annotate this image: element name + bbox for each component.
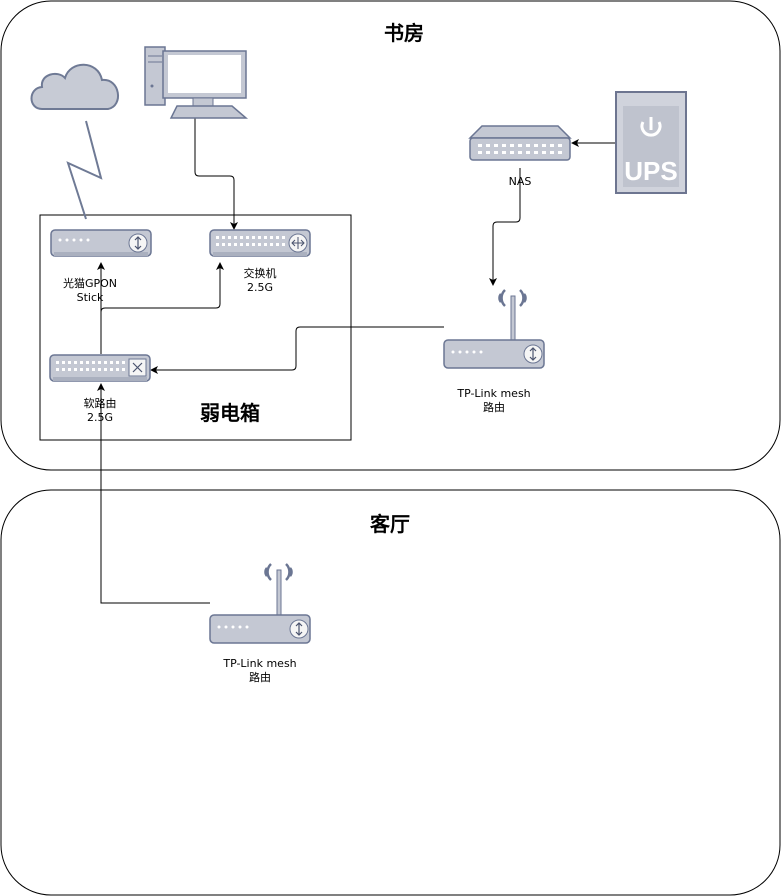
switch-label-line1: 交换机: [243, 267, 277, 280]
room-title-study: 书房: [384, 21, 424, 45]
softrouter-label: 软路由 2.5G: [84, 397, 117, 425]
nas-label-text: NAS: [508, 175, 532, 188]
computer-icon: [144, 46, 249, 119]
ont-label-line2: Stick: [76, 291, 104, 304]
room-living: [0, 489, 781, 896]
link-softrouter-switch: [100, 262, 224, 354]
nas-device-icon: [468, 125, 572, 161]
switch-label: 交换机 2.5G: [244, 267, 277, 295]
switch-device-icon: [209, 229, 311, 257]
nas-label: NAS: [509, 175, 532, 189]
mesh-living-label: TP-Link mesh 路由: [223, 657, 296, 685]
connections: [97, 118, 615, 604]
mesh-living-label-line1: TP-Link mesh: [223, 657, 297, 670]
link-nas-mesh: [489, 168, 521, 286]
ups-text: UPS: [624, 156, 677, 186]
mesh-router-study-icon: [443, 289, 545, 369]
mesh-living-label-line2: 路由: [248, 671, 271, 684]
ont-label: 光猫GPON Stick: [63, 277, 117, 305]
mesh-router-living-icon: [209, 563, 311, 644]
mesh-study-label-line1: TP-Link mesh: [457, 387, 531, 400]
link-livingmesh-softrouter: [97, 383, 210, 604]
softrouter-label-line2: 2.5G: [86, 411, 114, 424]
cloud-icon: [30, 63, 119, 110]
ups-device-icon: UPS: [615, 91, 687, 194]
link-computer-switch: [194, 118, 238, 230]
softrouter-label-line1: 软路由: [83, 397, 117, 410]
link-mesh-softrouter: [150, 326, 444, 374]
room-study: [0, 0, 781, 471]
switch-label-line2: 2.5G: [246, 281, 274, 294]
room-title-living: 客厅: [370, 512, 410, 536]
ont-device-icon: [50, 229, 152, 257]
softrouter-device-icon: [49, 354, 151, 382]
mesh-study-label: TP-Link mesh 路由: [457, 387, 530, 415]
wireless-link-icon: [66, 120, 103, 220]
cabinet-title: 弱电箱: [200, 401, 260, 425]
ont-label-line1: 光猫GPON: [62, 277, 118, 290]
mesh-study-label-line2: 路由: [482, 401, 505, 414]
